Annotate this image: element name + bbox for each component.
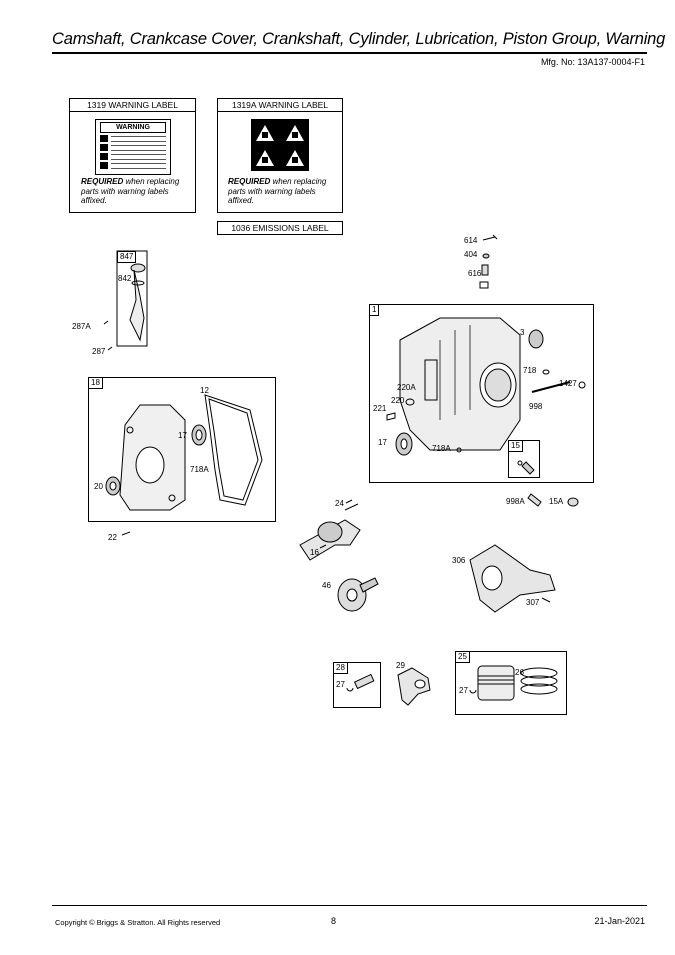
part-26: 26	[515, 668, 524, 677]
part-15A: 15A	[549, 497, 564, 506]
part-1: 1	[369, 304, 380, 316]
part-28: 28	[333, 662, 348, 674]
part-1427: 1427	[559, 379, 577, 388]
page-number: 8	[331, 916, 337, 926]
part-718A-block: 718A	[432, 444, 451, 453]
part-27-pin: 27	[336, 680, 345, 689]
part-307: 307	[526, 598, 540, 607]
emissions-label-title: 1036 EMISSIONS LABEL	[231, 223, 329, 233]
part-220A: 220A	[397, 383, 416, 392]
part-614: 614	[464, 236, 478, 245]
part-3: 3	[520, 328, 525, 337]
part-22: 22	[108, 533, 117, 542]
part-16: 16	[310, 548, 319, 557]
part-17-block: 17	[378, 438, 387, 447]
part-306: 306	[452, 556, 466, 565]
assembly-28-frame	[333, 662, 381, 708]
part-24: 24	[335, 499, 344, 508]
part-12: 12	[200, 386, 209, 395]
assembly-25-frame	[455, 651, 567, 715]
warning-sticker-image: WARNING	[95, 119, 171, 175]
part-842: 842	[118, 274, 132, 283]
assembly-1-frame	[369, 304, 594, 483]
part-29: 29	[396, 661, 405, 670]
mfg-number: Mfg. No: 13A137-0004-F1	[540, 57, 645, 67]
part-17-cover: 17	[178, 431, 187, 440]
part-718A-cover: 718A	[190, 465, 209, 474]
part-221: 221	[373, 404, 387, 413]
part-616: 616	[468, 269, 482, 278]
part-287A: 287A	[72, 322, 91, 331]
part-847: 847	[117, 251, 137, 263]
part-15: 15	[508, 440, 523, 452]
part-18: 18	[88, 377, 103, 389]
part-718: 718	[523, 366, 537, 375]
part-25: 25	[455, 651, 470, 663]
part-20: 20	[94, 482, 103, 491]
part-287: 287	[92, 347, 106, 356]
part-998: 998	[529, 402, 543, 411]
warning-label-1319A-box: 1319A WARNING LABEL REQUIRED when replac…	[217, 98, 343, 213]
warning-label-1319-title: 1319 WARNING LABEL	[70, 99, 195, 112]
assembly-15-frame	[508, 440, 540, 478]
part-404: 404	[464, 250, 478, 259]
warning-label-1319A-title: 1319A WARNING LABEL	[218, 99, 342, 112]
footer-divider	[52, 905, 647, 906]
assembly-18-frame	[88, 377, 276, 522]
part-27-piston: 27	[459, 686, 468, 695]
footer-date: 21-Jan-2021	[594, 916, 645, 926]
warning-label-1319-box: 1319 WARNING LABEL WARNING REQUIRED when…	[69, 98, 196, 213]
warning-label-1319A-required-note: REQUIRED when replacing parts with warni…	[228, 177, 327, 205]
part-46: 46	[322, 581, 331, 590]
title-divider	[52, 52, 647, 54]
warning-label-1319-required-note: REQUIRED when replacing parts with warni…	[81, 177, 180, 205]
part-220: 220	[391, 396, 405, 405]
emissions-label-1036-box: 1036 EMISSIONS LABEL	[217, 221, 343, 235]
part-998A: 998A	[506, 497, 525, 506]
warning-banner: WARNING	[100, 122, 166, 133]
copyright: Copyright © Briggs & Stratton. All Right…	[55, 918, 221, 927]
page-title: Camshaft, Crankcase Cover, Crankshaft, C…	[52, 30, 666, 48]
hazard-symbols-sticker	[251, 119, 309, 171]
